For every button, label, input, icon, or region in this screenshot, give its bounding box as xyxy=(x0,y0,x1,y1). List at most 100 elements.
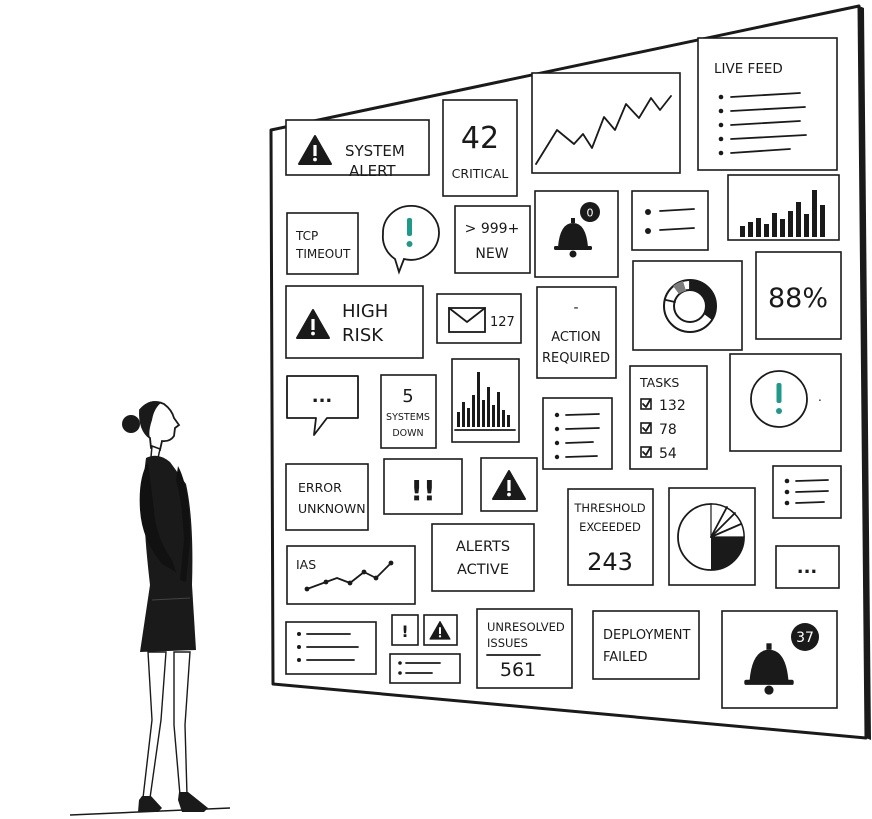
new-count-label: NEW xyxy=(475,246,508,262)
threshold-panel: THRESHOLD EXCEEDED 243 xyxy=(567,488,654,586)
system-alert-line2: ALERT xyxy=(349,162,396,180)
task-row: 54 xyxy=(640,446,677,462)
double-exclamation-text: !! xyxy=(410,474,436,507)
threshold-line1: THRESHOLD xyxy=(573,501,645,515)
woman-figure xyxy=(69,401,231,816)
tasks-panel: TASKS 132 78 54 xyxy=(629,365,708,470)
task-row: 132 xyxy=(640,398,686,414)
bell-zero-panel: 0 xyxy=(534,190,619,278)
mail-count: 127 xyxy=(490,315,515,330)
action-required-line1: ACTION xyxy=(551,330,600,345)
systems-down-line2: DOWN xyxy=(392,428,423,439)
list-icon xyxy=(645,208,695,234)
notification-badge xyxy=(580,202,600,222)
alerts-active-panel: ALERTS ACTIVE xyxy=(431,523,535,592)
high-risk-panel: HIGH RISK xyxy=(285,285,424,359)
unresolved-line1: UNRESOLVED xyxy=(487,620,565,634)
histogram-icon xyxy=(454,372,516,431)
exclamation-bubble xyxy=(381,204,440,275)
bar-chart-panel xyxy=(727,174,840,241)
system-alert-line1: SYSTEM xyxy=(345,142,405,160)
exclamation-icon xyxy=(776,383,782,414)
percent-value: 88% xyxy=(768,283,828,314)
high-risk-line2: RISK xyxy=(342,325,384,346)
critical-count-panel: 42 CRITICAL xyxy=(442,99,518,197)
ellipsis-box-text: ... xyxy=(797,557,818,578)
pie-chart-panel xyxy=(668,487,756,586)
new-count-panel: > 999+ NEW xyxy=(454,205,531,274)
tasks-title: TASKS xyxy=(639,375,679,390)
percent-panel: 88% xyxy=(755,251,842,340)
ellipsis-bubble: ... xyxy=(286,375,359,436)
scatter-line-icon xyxy=(304,560,394,592)
error-unknown-line1: ERROR xyxy=(298,480,342,495)
threshold-line2: EXCEEDED xyxy=(579,520,641,534)
tcp-timeout-line2: TIMEOUT xyxy=(295,247,351,261)
list-icon xyxy=(398,661,441,675)
list-icon xyxy=(718,92,807,156)
critical-value: 42 xyxy=(461,121,499,156)
critical-label: CRITICAL xyxy=(452,166,509,181)
exclamation-icon xyxy=(406,218,413,247)
bullet-list-panel xyxy=(631,190,709,251)
histogram-panel xyxy=(451,358,520,443)
unresolved-issues-panel: UNRESOLVED ISSUES 561 xyxy=(476,608,573,689)
threshold-value: 243 xyxy=(587,548,633,576)
bell-badge-count: 0 xyxy=(587,207,594,220)
error-unknown-panel: ERROR UNKNOWN xyxy=(285,463,369,531)
unresolved-line2: ISSUES xyxy=(487,636,528,650)
notification-badge xyxy=(791,623,819,651)
list-icon xyxy=(297,632,359,662)
exclamation-circle-panel: . xyxy=(729,353,842,452)
deployment-failed-panel: DEPLOYMENT FAILED xyxy=(592,610,700,680)
alerts-active-line1: ALERTS xyxy=(456,539,510,555)
envelope-icon xyxy=(448,307,486,333)
tcp-timeout-line1: TCP xyxy=(295,229,318,243)
live-feed-title: LIVE FEED xyxy=(714,61,783,77)
warning-tile xyxy=(480,457,538,512)
list-small-panel-2 xyxy=(389,653,461,684)
deployment-line2: FAILED xyxy=(603,650,647,665)
action-required-line2: REQUIRED xyxy=(542,351,610,366)
bell-badge-count: 37 xyxy=(796,630,814,646)
bang-box-text: ! xyxy=(401,622,408,641)
ellipsis-text: ... xyxy=(312,386,333,407)
checkbox-icon xyxy=(640,422,652,434)
unresolved-value: 561 xyxy=(500,659,536,681)
donut-chart-panel xyxy=(632,260,743,351)
systems-down-line1: SYSTEMS xyxy=(386,412,430,423)
ias-label: IAS xyxy=(296,557,316,572)
task-row: 78 xyxy=(640,422,677,438)
high-risk-line1: HIGH xyxy=(342,301,388,322)
new-count-value: > 999+ xyxy=(465,221,520,237)
bullet-list-panel-3 xyxy=(772,465,842,519)
systems-down-panel: 5 SYSTEMS DOWN xyxy=(380,374,437,449)
line-chart-icon xyxy=(535,95,672,165)
action-required-panel: - ACTION REQUIRED xyxy=(536,286,617,379)
checkbox-icon xyxy=(640,446,652,458)
action-required-dash: - xyxy=(573,300,578,316)
exclamation-dot: . xyxy=(818,390,822,404)
task-value: 54 xyxy=(659,446,677,462)
task-value: 78 xyxy=(659,422,677,438)
error-unknown-line2: UNKNOWN xyxy=(298,501,366,516)
pie-chart-icon xyxy=(677,503,745,571)
trend-chart-panel xyxy=(531,72,681,174)
bar-chart-icon xyxy=(740,190,825,237)
donut-chart-icon xyxy=(663,279,717,333)
double-exclamation-panel: !! xyxy=(383,458,463,515)
systems-down-value: 5 xyxy=(402,386,413,407)
live-feed-panel: LIVE FEED xyxy=(697,37,838,171)
dashboard-wall: SYSTEM ALERT 42 CRITICAL LIVE FEED xyxy=(269,4,871,740)
list-small-panel xyxy=(285,621,377,675)
alerts-active-line2: ACTIVE xyxy=(457,562,509,578)
system-alert-panel: SYSTEM ALERT xyxy=(285,119,430,180)
checkbox-icon xyxy=(640,398,652,410)
ias-panel: IAS xyxy=(286,545,416,605)
bullet-list-panel-2 xyxy=(542,397,613,470)
tcp-timeout-panel: TCP TIMEOUT xyxy=(286,212,359,275)
bang-box-panel: ! xyxy=(391,614,458,646)
list-icon xyxy=(784,478,829,506)
task-value: 132 xyxy=(659,398,686,414)
